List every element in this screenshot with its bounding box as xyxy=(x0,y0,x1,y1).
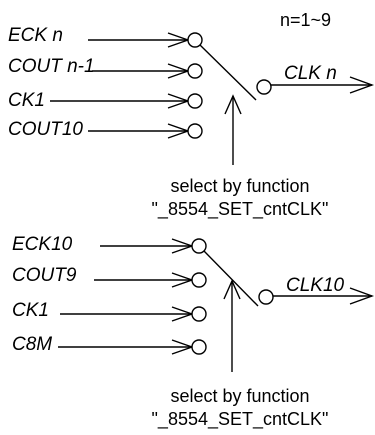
mux-top-input-2-line xyxy=(92,63,191,79)
mux-top: ECK n COUT n-1 CK1 COUT10 xyxy=(8,25,375,220)
mux-bottom-input-1-line xyxy=(100,238,195,254)
mux-bottom-input-4-line xyxy=(58,339,195,355)
mux-bottom-input-4-label: C8M xyxy=(12,334,52,355)
mux-top-input-2-label: COUT n-1 xyxy=(8,56,95,77)
mux-top-input-4-line xyxy=(88,123,191,139)
mux-bottom-input-2-label: COUT9 xyxy=(12,265,77,286)
mux-bottom-input-3-label: CK1 xyxy=(12,300,49,321)
mux-top-input-3-label: CK1 xyxy=(8,90,45,111)
mux-top-input-1-terminal xyxy=(187,32,203,48)
mux-bottom-select-text-2: "_8554_SET_cntCLK" xyxy=(152,409,329,430)
mux-top-switch-arm xyxy=(199,44,257,101)
mux-bottom-input-4-terminal xyxy=(191,339,207,355)
mux-top-select-text-1: select by function xyxy=(170,176,309,196)
mux-top-input-4-label: COUT10 xyxy=(8,119,83,140)
mux-bottom-output-terminal xyxy=(258,289,274,305)
mux-top-input-3-line xyxy=(50,93,191,109)
mux-bottom-input-1-terminal xyxy=(191,238,207,254)
mux-bottom: ECK10 COUT9 CK1 C8M xyxy=(12,234,375,430)
mux-bottom-input-1-label: ECK10 xyxy=(12,234,73,255)
mux-top-output-terminal xyxy=(256,79,272,95)
mux-top-input-3-terminal xyxy=(187,93,203,109)
mux-bottom-select-text-1: select by function xyxy=(170,386,309,406)
mux-top-select-text-2: "_8554_SET_cntCLK" xyxy=(152,199,329,220)
mux-bottom-output-line xyxy=(273,287,375,305)
mux-bottom-input-2-line xyxy=(94,272,195,288)
mux-top-input-1-label: ECK n xyxy=(8,25,63,46)
mux-bottom-select-arrow xyxy=(223,279,241,372)
mux-bottom-output-label: CLK10 xyxy=(286,275,345,296)
mux-top-output-label: CLK n xyxy=(284,63,337,84)
mux-top-input-1-line xyxy=(88,32,191,48)
mux-bottom-input-2-terminal xyxy=(191,272,207,288)
mux-top-output-line xyxy=(271,76,375,94)
mux-bottom-input-3-line xyxy=(60,306,195,322)
mux-top-input-2-terminal xyxy=(187,63,203,79)
mux-top-input-4-terminal xyxy=(187,123,203,139)
mux-bottom-input-3-terminal xyxy=(191,306,207,322)
mux-bottom-switch-arm xyxy=(203,250,259,307)
range-note: n=1~9 xyxy=(280,10,331,30)
mux-top-select-arrow xyxy=(224,94,242,165)
